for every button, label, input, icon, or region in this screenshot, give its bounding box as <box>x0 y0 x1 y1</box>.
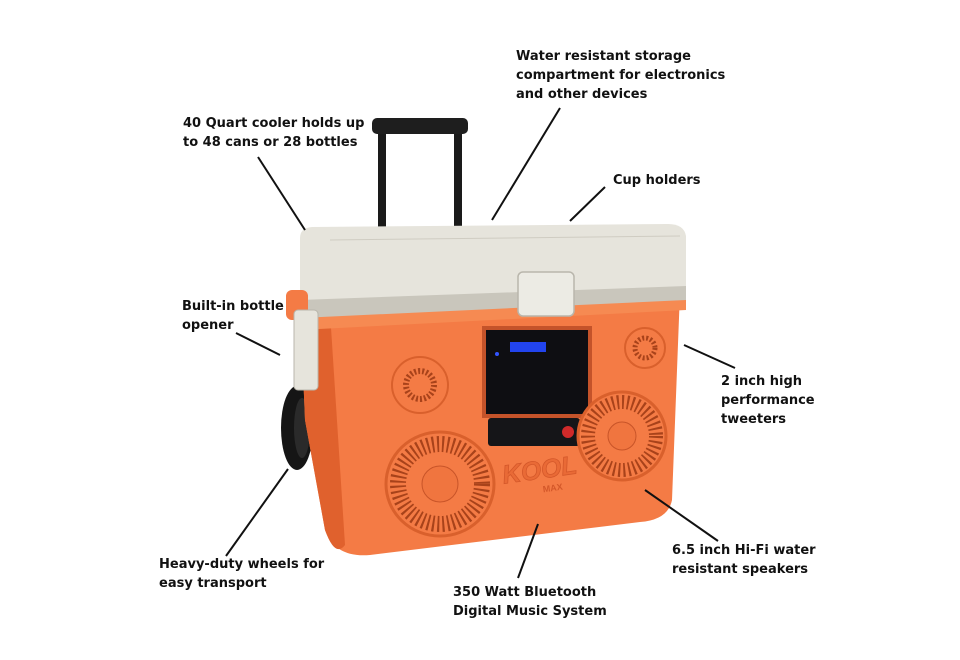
bottle-opener-handle <box>286 290 319 391</box>
leader-music-system <box>517 523 539 579</box>
callout-storage-compartment: Water resistant storage compartment for … <box>516 49 726 102</box>
callout-wheels: Heavy-duty wheels for easy transport <box>159 557 325 591</box>
leader-bottle-opener <box>235 332 281 356</box>
leader-speakers <box>644 489 719 542</box>
leader-wheels <box>225 468 289 557</box>
left-speaker <box>384 430 496 538</box>
callout-music-system: 350 Watt Bluetooth Digital Music System <box>453 585 607 619</box>
callout-tweeters: 2 inch high performance tweeters <box>721 374 815 427</box>
left-tweeter <box>391 356 449 414</box>
leader-capacity <box>257 156 306 231</box>
callout-cooler-capacity: 40 Quart cooler holds up to 48 cans or 2… <box>183 116 365 150</box>
cooler-lid <box>300 224 686 318</box>
leader-cup-holders <box>569 186 606 222</box>
callout-bottle-opener: Built-in bottle opener <box>182 299 284 333</box>
electronics-compartment <box>482 326 592 446</box>
right-tweeter <box>624 327 666 369</box>
right-speaker <box>576 390 668 482</box>
trolley-handle <box>372 118 468 238</box>
leader-tweeters <box>683 344 736 369</box>
callout-speakers: 6.5 inch Hi-Fi water resistant speakers <box>672 543 816 577</box>
callout-cup-holders: Cup holders <box>613 173 701 188</box>
brand-logo-sub: MAX <box>542 482 563 495</box>
leader-storage <box>491 107 561 221</box>
